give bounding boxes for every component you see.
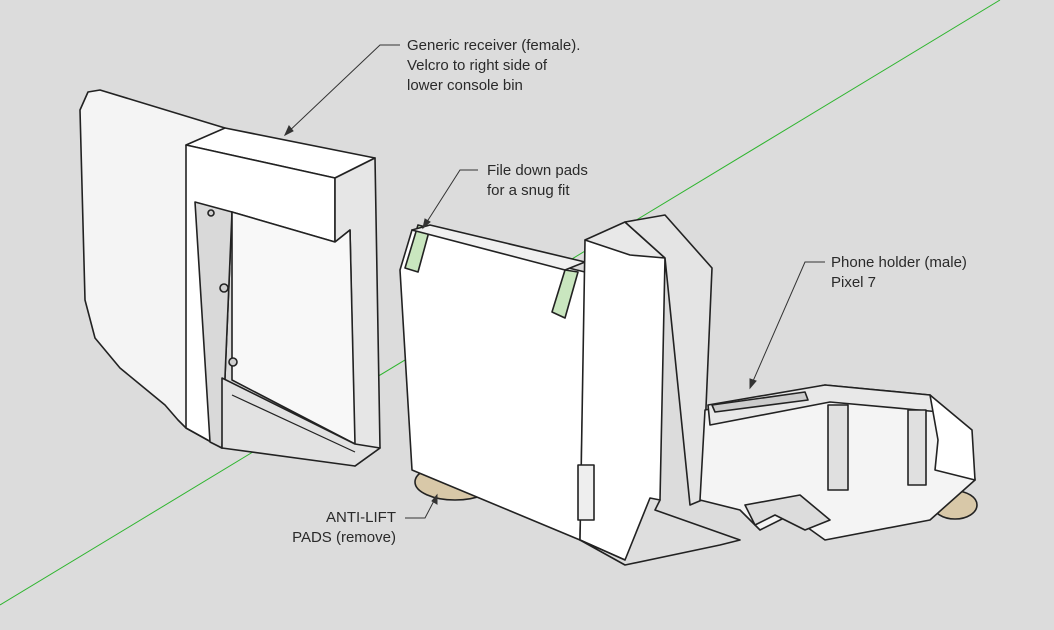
phone-holder-callout-line: Pixel 7	[831, 274, 877, 291]
screw-hole-icon	[228, 357, 238, 367]
screw-hole-icon	[207, 209, 215, 217]
anti-lift-callout-line: ANTI-LIFT	[326, 509, 396, 526]
tray-long-slot	[711, 391, 809, 413]
file-pads-callout-line: File down pads	[487, 162, 588, 179]
leader-lines	[283, 44, 825, 519]
leader-phone-holder	[749, 261, 825, 389]
phone-holder-callout: Phone holder (male) Pixel 7	[831, 253, 967, 293]
tray-part	[699, 384, 978, 541]
receiver-callout-line: Velcro to right side of	[407, 57, 548, 74]
receiver-callout-line: lower console bin	[407, 77, 523, 94]
leader-file-pads	[422, 169, 478, 229]
receiver-callout-line: Generic receiver (female).	[407, 37, 581, 54]
tray-grip-left	[827, 404, 849, 491]
phone-holder-part	[399, 214, 741, 566]
leader-anti-lift	[405, 494, 438, 519]
arrow-icon	[749, 378, 757, 390]
leader-receiver	[284, 44, 400, 136]
receiver-part	[79, 89, 381, 467]
file-pads-callout: File down pads for a snug fit	[487, 161, 588, 201]
receiver-bottom-rail	[221, 377, 381, 467]
tray-slot	[744, 494, 831, 531]
plug-bottom-foot	[579, 497, 741, 566]
receiver-cavity	[231, 211, 356, 445]
phone-holder-callout-line: Phone holder (male)	[831, 254, 967, 271]
plug-notch	[577, 464, 595, 521]
file-pad-right	[551, 269, 579, 319]
anti-lift-callout-line: PADS (remove)	[292, 529, 396, 546]
tray-end-cap	[929, 394, 976, 481]
anti-lift-callout: ANTI-LIFT PADS (remove)	[268, 508, 396, 548]
receiver-callout: Generic receiver (female). Velcro to rig…	[407, 36, 580, 96]
arrow-icon	[431, 493, 438, 505]
arrow-icon	[422, 218, 431, 230]
screw-hole-icon	[219, 283, 229, 293]
file-pads-callout-line: for a snug fit	[487, 182, 570, 199]
tray-grip-right	[907, 409, 927, 486]
arrow-icon	[283, 125, 294, 137]
